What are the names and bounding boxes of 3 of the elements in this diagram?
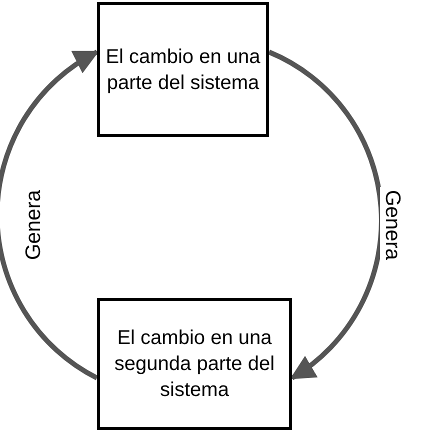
curved-arrow bbox=[0, 50, 100, 380]
process-box: El cambio en una parte del sistema bbox=[97, 2, 269, 137]
process-box: El cambio en una segunda parte del sistema bbox=[97, 298, 292, 430]
